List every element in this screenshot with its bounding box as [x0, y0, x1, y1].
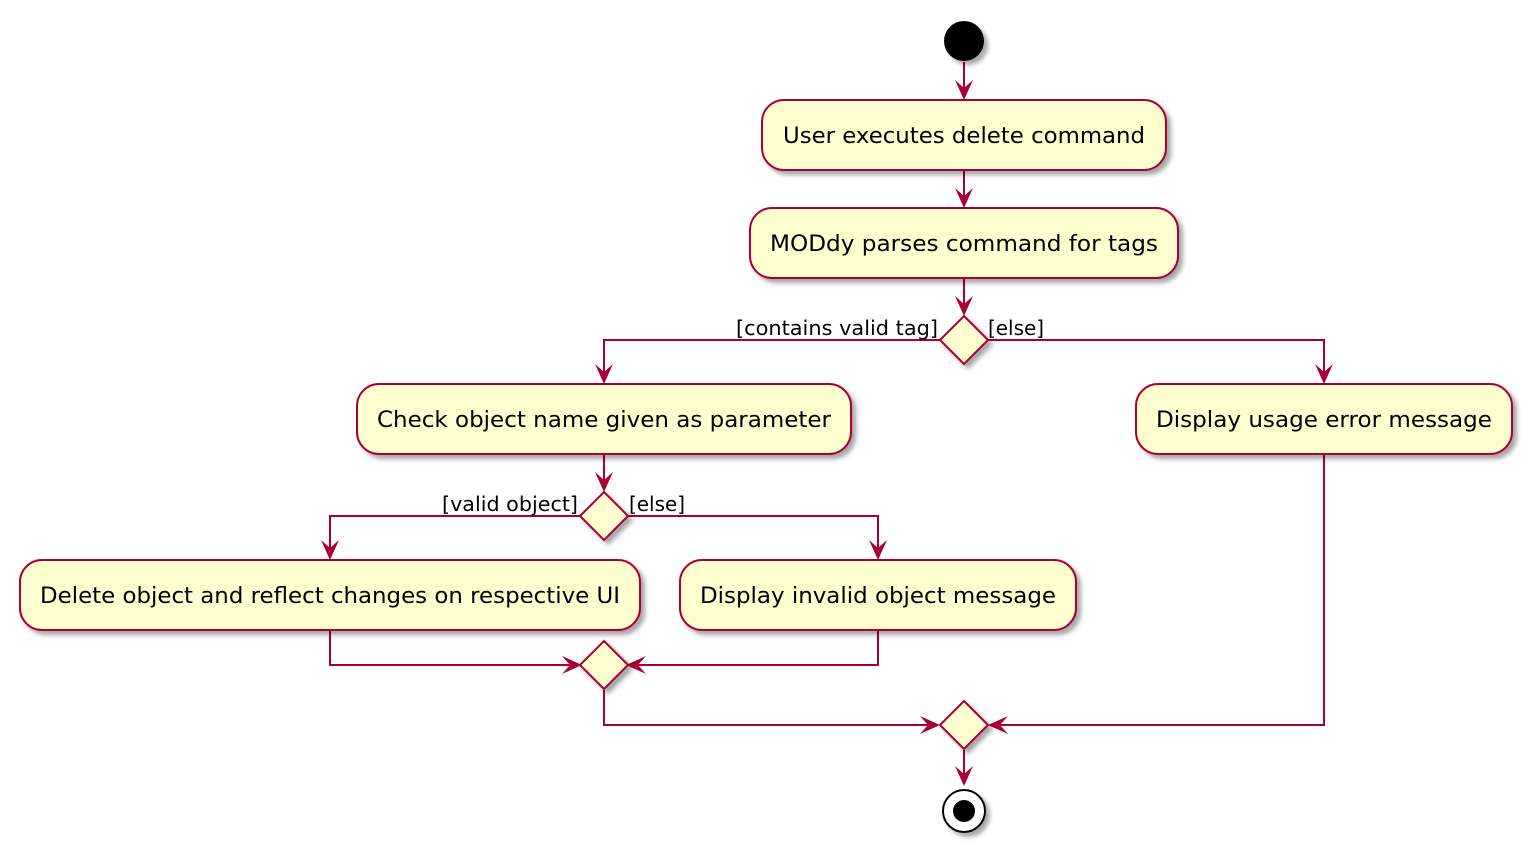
edge-delete-to-merge1	[329, 630, 579, 666]
action-user-executes: User executes delete command	[761, 99, 1167, 171]
action-label: User executes delete command	[783, 124, 1145, 149]
decision-valid-object	[578, 490, 630, 542]
arrowhead	[955, 80, 973, 100]
arrowhead	[595, 472, 613, 492]
arrowhead	[626, 656, 646, 674]
arrowhead	[955, 296, 973, 316]
action-box	[356, 383, 852, 455]
decision-valid-tag	[938, 314, 990, 366]
guard-else-inner: [else]	[629, 492, 685, 516]
arrowhead	[321, 540, 339, 560]
action-box	[761, 99, 1167, 171]
edge-usage-error-to-merge2	[991, 454, 1325, 726]
flow-edges	[329, 62, 1325, 784]
guard-else-outer: [else]	[988, 316, 1044, 340]
end-node-dot	[953, 800, 975, 822]
edge-merge1-to-merge2	[603, 690, 937, 726]
merge-tag-branches	[938, 699, 990, 751]
arrowhead	[955, 188, 973, 208]
action-label: MODdy parses command for tags	[770, 232, 1158, 257]
edge-decision2-to-delete	[329, 515, 581, 557]
action-box	[19, 559, 641, 631]
action-display-usage-error: Display usage error message	[1135, 383, 1513, 455]
action-box	[749, 207, 1179, 279]
merge-object-branches	[578, 639, 630, 691]
action-label: Display invalid object message	[700, 584, 1056, 609]
start-node	[944, 21, 984, 61]
action-label: Delete object and reflect changes on res…	[40, 584, 620, 609]
action-box	[679, 559, 1077, 631]
arrowhead	[988, 716, 1008, 734]
action-delete-object: Delete object and reflect changes on res…	[19, 559, 641, 631]
end-node	[942, 789, 986, 833]
action-label: Display usage error message	[1156, 408, 1492, 433]
edge-decision1-to-check	[603, 339, 940, 381]
action-label: Check object name given as parameter	[377, 408, 832, 433]
edge-decision1-to-usage-error	[988, 339, 1325, 381]
arrowhead	[920, 716, 940, 734]
arrowhead	[1315, 364, 1333, 384]
arrowhead	[955, 766, 973, 786]
arrowheads	[321, 80, 1333, 786]
action-check-object: Check object name given as parameter	[356, 383, 852, 455]
arrowhead	[562, 656, 582, 674]
action-display-invalid-object: Display invalid object message	[679, 559, 1077, 631]
edge-invalid-to-merge1	[629, 630, 879, 666]
action-moddy-parses: MODdy parses command for tags	[749, 207, 1179, 279]
guard-contains-valid-tag: [contains valid tag]	[736, 316, 938, 340]
edge-decision2-to-invalid	[628, 515, 879, 557]
arrowhead	[869, 540, 887, 560]
guard-valid-object: [valid object]	[442, 492, 578, 516]
arrowhead	[595, 364, 613, 384]
action-box	[1135, 383, 1513, 455]
